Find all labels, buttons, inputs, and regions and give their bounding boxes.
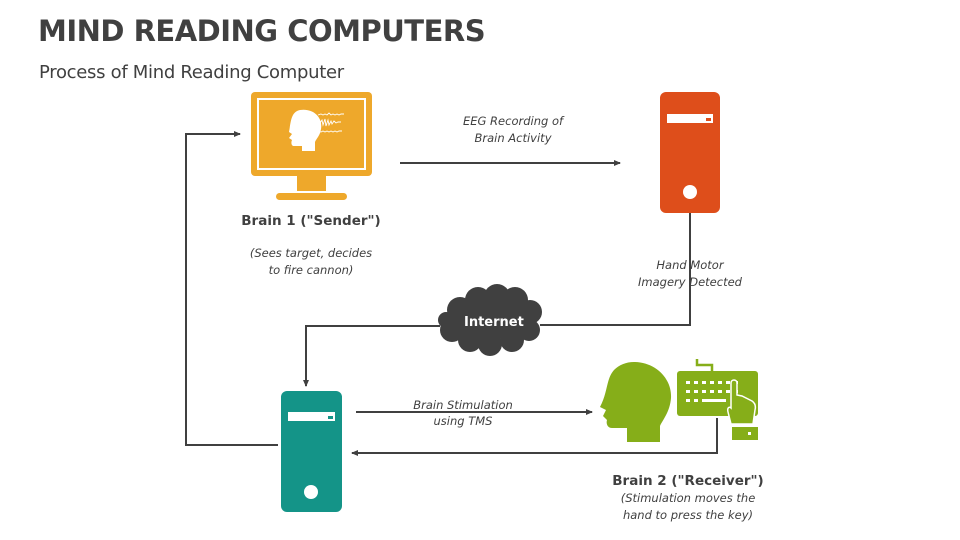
eeg-edge-label: EEG Recording of Brain Activity [443,113,583,147]
page-subtitle: Process of Mind Reading Computer [39,62,344,83]
keyboard-icon [677,359,758,440]
motor-edge-label: Hand Motor Imagery Detected [620,257,760,291]
eeg-label-line2: Brain Activity [474,131,552,145]
internet-label: Internet [464,315,524,330]
sender-desc-line2: to fire cannon) [268,263,354,277]
motor-label-line2: Imagery Detected [638,275,742,289]
page-title: MIND READING COMPUTERS [38,14,486,48]
tms-label-line2: using TMS [433,414,493,428]
sender-description: (Sees target, decides to fire cannon) [231,245,391,279]
computer-tower-icon [281,391,342,512]
head-icon [289,109,322,151]
sender-title: Brain 1 ("Sender") [241,213,381,229]
computer-tower-icon [660,92,720,213]
tms-label-line1: Brain Stimulation [413,398,513,412]
arrow-internet-to-tower [303,325,440,387]
eeg-wave-icon [317,112,344,133]
receiver-title: Brain 2 ("Receiver") [612,473,764,489]
receiver-head-icon [600,362,672,442]
connectors [185,131,718,456]
sender-desc-line1: (Sees target, decides [249,246,373,260]
line-motor [540,213,691,326]
arrow-loop-to-sender [185,131,278,446]
arrow-feedback [351,418,718,456]
receiver-desc-line2: hand to press the key) [622,508,754,522]
receiver-desc-line1: (Stimulation moves the [620,491,756,505]
hand-pointer-icon [727,379,757,425]
motor-label-line1: Hand Motor [656,258,724,272]
cloud-icon [438,284,542,356]
receiver-description: (Stimulation moves the hand to press the… [598,490,778,524]
eeg-label-line1: EEG Recording of [462,114,564,128]
monitor-icon [251,92,372,200]
tms-edge-label: Brain Stimulation using TMS [393,397,533,429]
